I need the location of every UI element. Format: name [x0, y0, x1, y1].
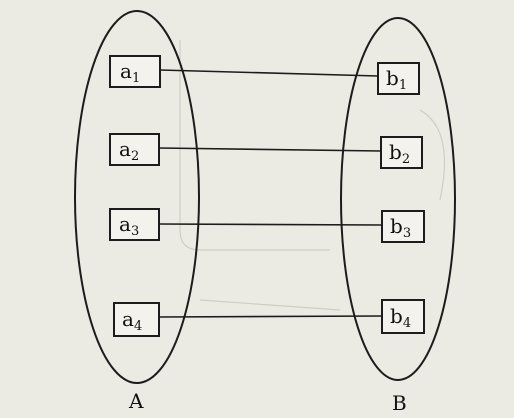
- set-b-element-4: b4: [381, 299, 425, 334]
- element-box: [109, 208, 160, 241]
- element-box: [380, 136, 423, 169]
- paper-bleed-through: [179, 40, 446, 311]
- set-a-element-2: a2: [109, 133, 160, 166]
- element-label: b1: [386, 66, 407, 93]
- mapping-line-a1-b1: [159, 69, 379, 77]
- element-label: b4: [390, 304, 411, 331]
- element-box: [109, 55, 161, 88]
- set-a-element-1: a1: [109, 55, 161, 88]
- set-a-element-4: a4: [113, 302, 160, 337]
- element-box: [381, 210, 425, 243]
- element-label: a4: [122, 307, 142, 334]
- mapping-line-a4-b4: [158, 315, 383, 318]
- set-b-element-1: b1: [377, 62, 420, 95]
- element-label: b3: [390, 214, 411, 241]
- element-label: b2: [389, 140, 410, 167]
- set-a-ellipse: [74, 10, 200, 384]
- element-box: [377, 62, 420, 95]
- mapping-line-a2-b2: [158, 147, 382, 152]
- element-label: a2: [119, 137, 139, 164]
- set-a-label: A: [128, 389, 144, 413]
- element-label: a1: [120, 59, 140, 86]
- set-b-element-3: b3: [381, 210, 425, 243]
- mapping-line-a3-b3: [158, 223, 383, 226]
- set-b-element-2: b2: [380, 136, 423, 169]
- set-a-element-3: a3: [109, 208, 160, 241]
- element-box: [113, 302, 160, 337]
- element-label: a3: [119, 212, 139, 239]
- set-b-label: B: [392, 391, 407, 415]
- set-b-ellipse: [340, 17, 456, 381]
- element-box: [109, 133, 160, 166]
- element-box: [381, 299, 425, 334]
